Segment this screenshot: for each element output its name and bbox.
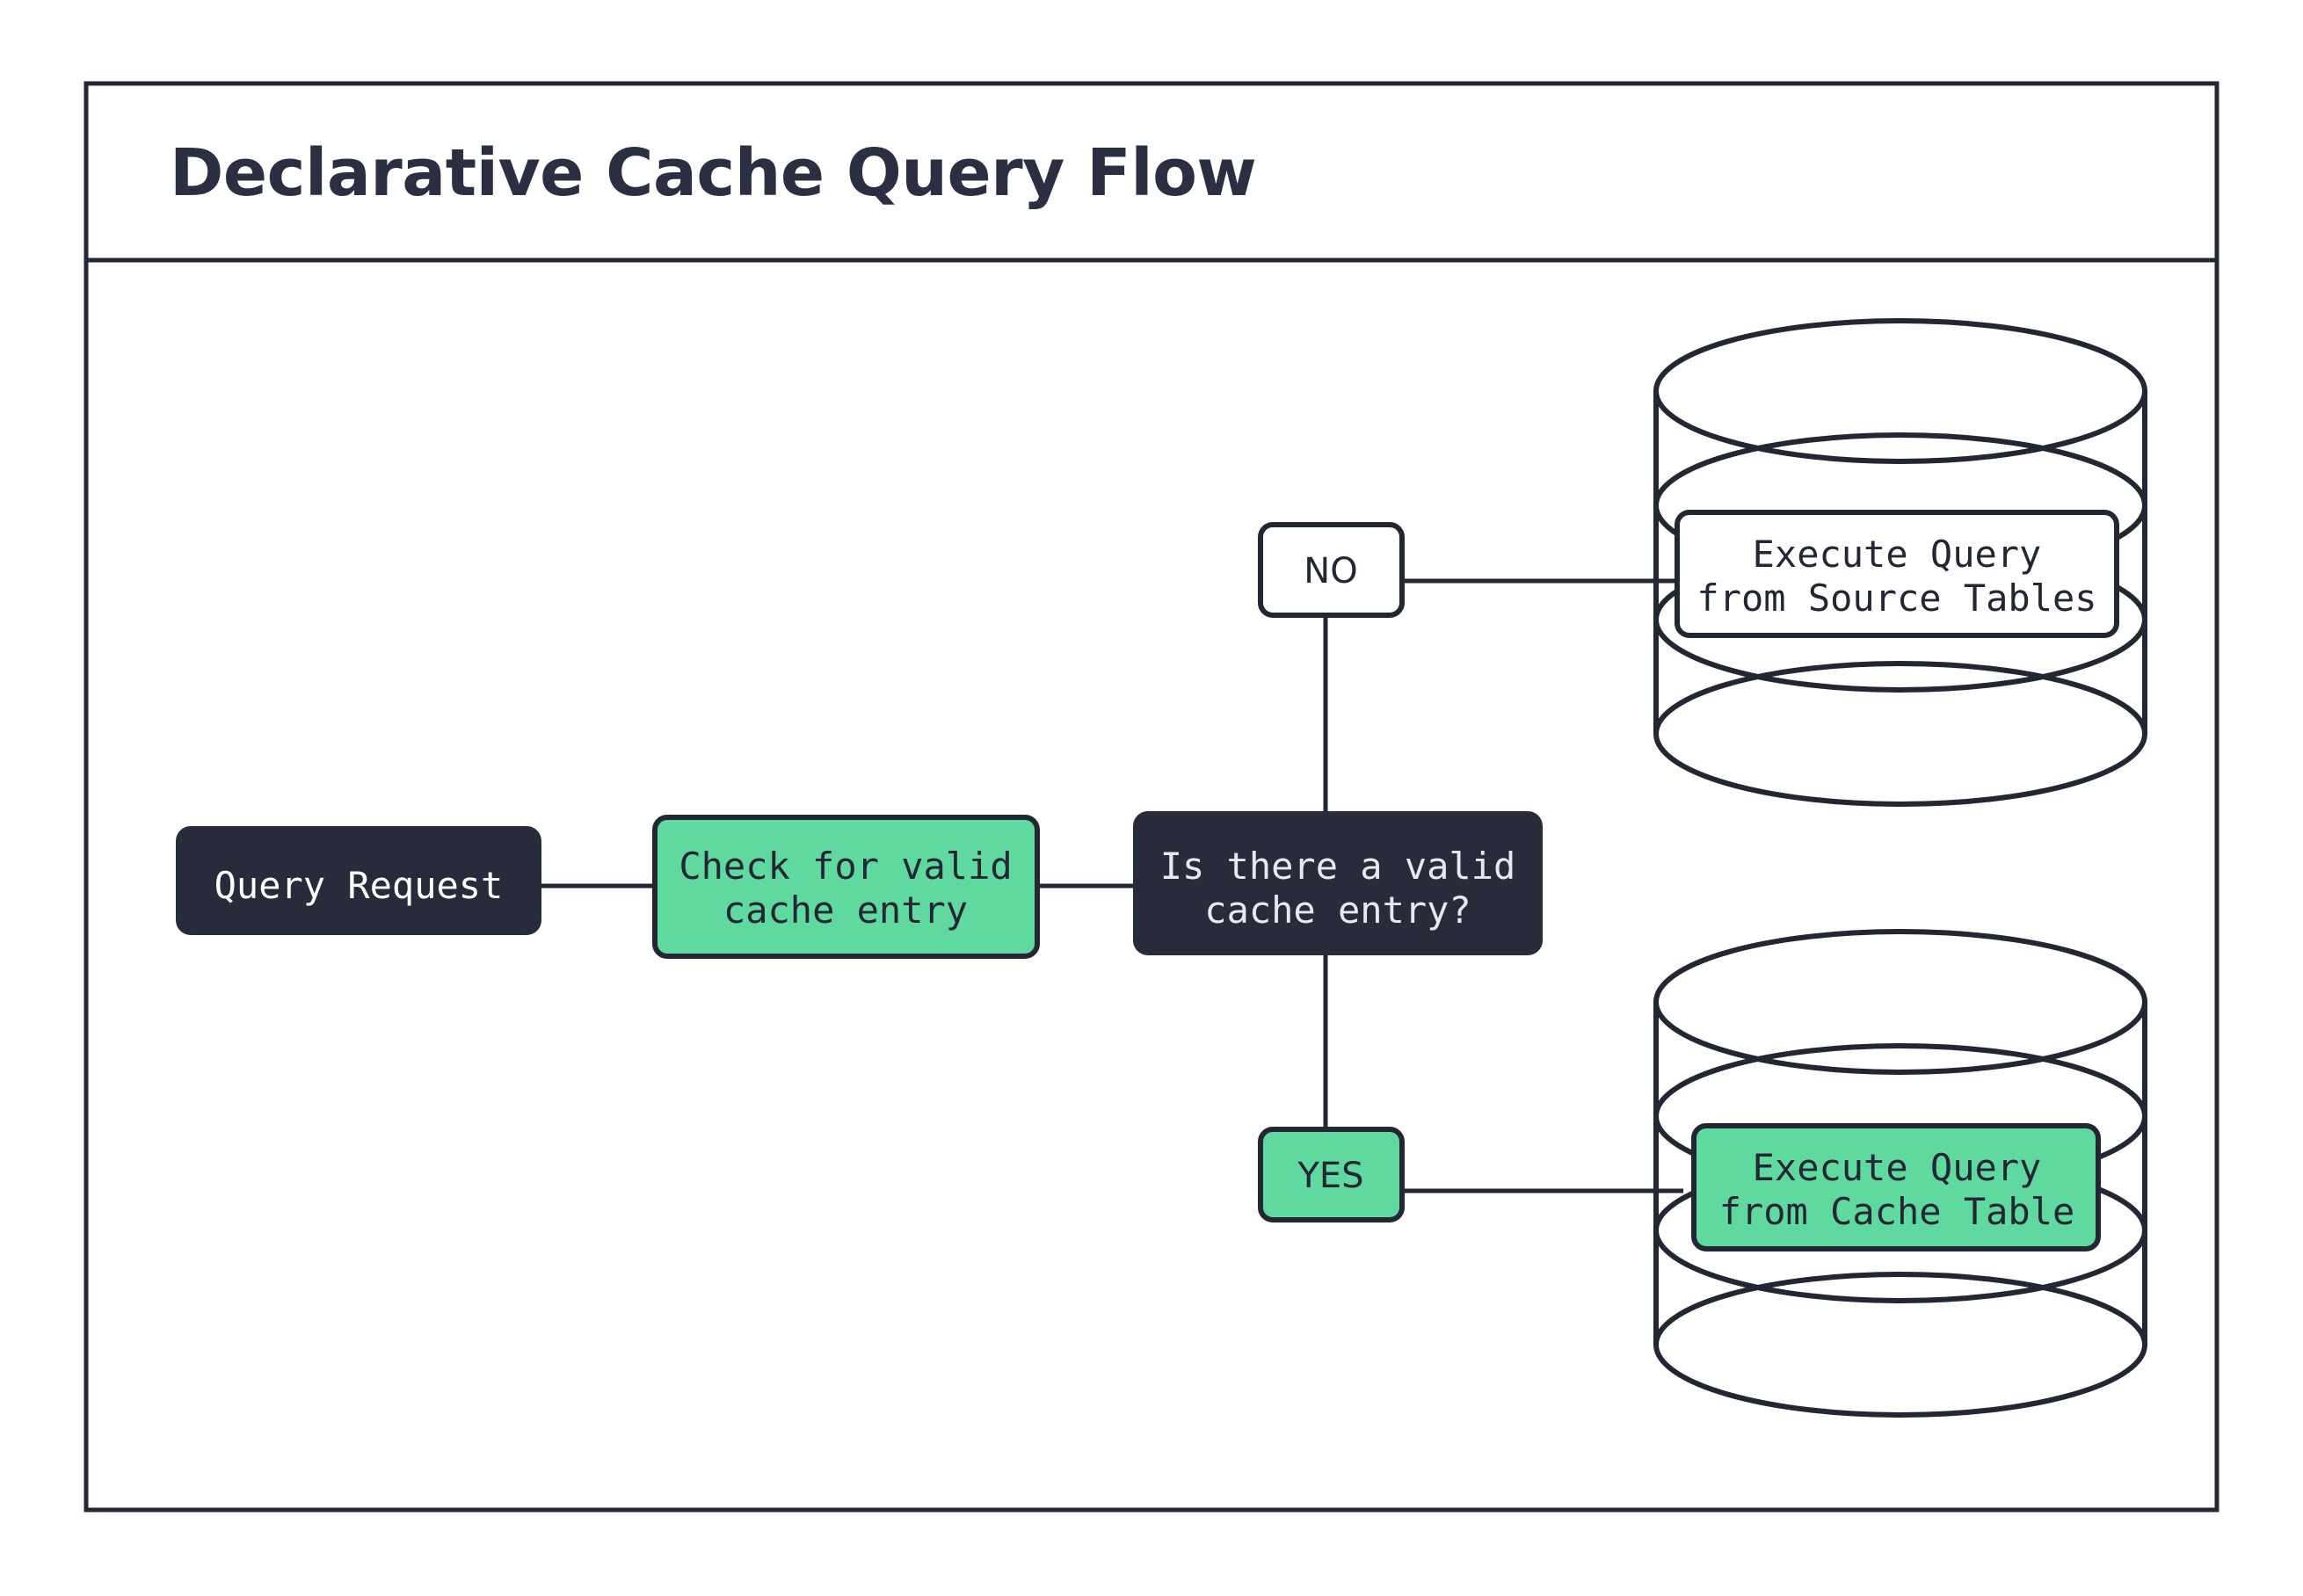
- cylinder-disk-bottom: [1653, 1272, 2147, 1418]
- node-decision-label-line2: cache entry?: [1204, 889, 1471, 932]
- branch-label-yes[interactable]: YES: [1258, 1127, 1405, 1222]
- node-check-cache-box[interactable]: [652, 815, 1040, 959]
- node-decision-valid-cache[interactable]: Is there a valid cache entry?: [1133, 811, 1543, 955]
- diagram-frame: [84, 81, 2219, 1513]
- node-query-request-box[interactable]: [176, 826, 541, 935]
- branch-label-no-box[interactable]: [1258, 522, 1405, 618]
- node-execute-cache-table-box[interactable]: [1691, 1123, 2101, 1251]
- branch-label-no-text: NO: [1304, 551, 1357, 591]
- branch-label-no[interactable]: NO: [1258, 522, 1405, 618]
- cylinder-disk-top: [1653, 929, 2147, 1075]
- node-execute-source-tables[interactable]: Execute Query from Source Tables: [1675, 510, 2119, 638]
- page-title: Declarative Cache Query Flow: [170, 135, 1256, 211]
- branch-label-yes-text: YES: [1297, 1156, 1363, 1196]
- node-execute-source-tables-label-line1: Execute Query: [1753, 533, 2042, 576]
- node-execute-source-tables-label-line2: from Source Tables: [1696, 577, 2096, 620]
- node-query-request[interactable]: Query Request: [176, 826, 541, 935]
- node-check-cache-label-line1: Check for valid: [679, 845, 1012, 888]
- node-execute-cache-table-label-line1: Execute Query: [1753, 1146, 2042, 1189]
- node-query-request-label: Query Request: [214, 864, 504, 907]
- cylinder-disk-top: [1653, 318, 2147, 464]
- branch-label-yes-box[interactable]: [1258, 1127, 1405, 1222]
- node-decision-box[interactable]: [1133, 811, 1543, 955]
- node-execute-cache-table-label-line2: from Cache Table: [1719, 1190, 2075, 1233]
- node-check-cache[interactable]: Check for valid cache entry: [652, 815, 1040, 959]
- node-check-cache-label-line2: cache entry: [723, 889, 968, 932]
- node-decision-label-line1: Is there a valid: [1160, 845, 1516, 888]
- node-execute-source-tables-box[interactable]: [1675, 510, 2119, 638]
- cylinder-disk-bottom: [1653, 661, 2147, 807]
- node-execute-cache-table[interactable]: Execute Query from Cache Table: [1691, 1123, 2101, 1251]
